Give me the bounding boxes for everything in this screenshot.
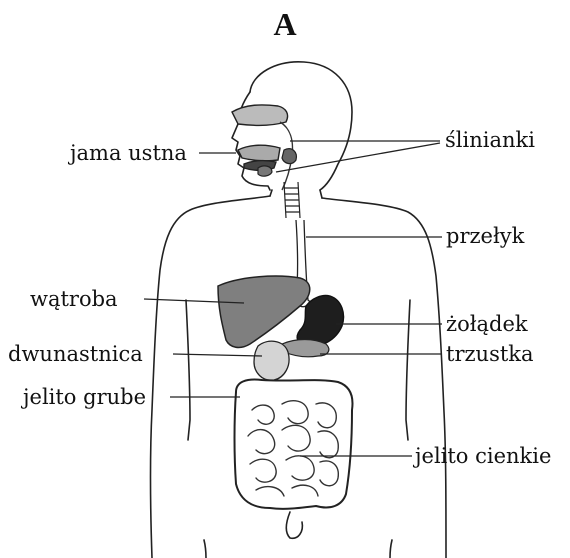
label-salivary-glands: ślinianki	[445, 128, 535, 152]
duodenum-shape	[254, 341, 289, 380]
mouth-cavity-shape	[232, 105, 293, 190]
label-pancreas: trzustka	[446, 342, 534, 366]
label-small-intestine: jelito cienkie	[415, 444, 551, 468]
small-intestine-shape	[248, 401, 338, 496]
body-outline	[151, 62, 447, 558]
label-esophagus: przełyk	[446, 224, 524, 248]
trachea-shape	[284, 182, 300, 218]
salivary-glands-leader-line-lower	[276, 143, 440, 172]
label-mouth: jama ustna	[70, 141, 187, 165]
label-liver: wątroba	[30, 287, 118, 311]
large-intestine-shape	[235, 380, 353, 509]
duodenum-leader-line	[173, 354, 262, 356]
liver-shape	[218, 276, 310, 347]
figure-title: A	[0, 6, 570, 43]
label-duodenum: dwunastnica	[8, 342, 143, 366]
label-large-intestine: jelito grube	[23, 385, 146, 409]
label-stomach: żołądek	[446, 312, 528, 336]
